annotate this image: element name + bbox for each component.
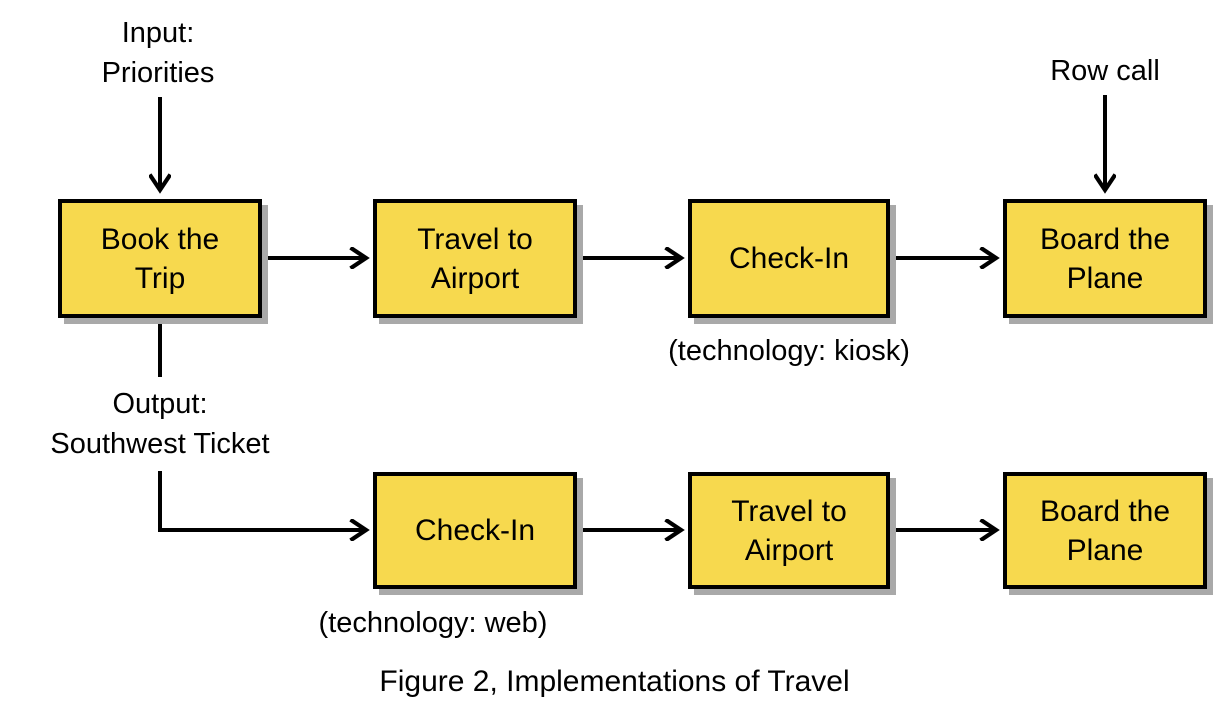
output-southwest-ticket-label: Output: Southwest Ticket: [10, 384, 310, 464]
process-box-check-in-bottom: Check-In: [373, 472, 577, 589]
process-box-travel-to-airport-bottom: Travel to Airport: [688, 472, 890, 589]
process-box-board-the-plane-bottom: Board the Plane: [1003, 472, 1207, 589]
technology-kiosk-label: (technology: kiosk): [668, 335, 910, 367]
input-priorities-label: Input: Priorities: [38, 13, 278, 93]
process-box-label: Board the Plane: [1039, 222, 1171, 295]
technology-web-label: (technology: web): [318, 607, 548, 639]
process-box-label: Travel to Airport: [731, 494, 847, 567]
process-box-check-in-top: Check-In: [688, 199, 890, 318]
arrow-output-label-to-checkin-bottom: [158, 471, 366, 530]
process-box-label: Book the Trip: [100, 222, 220, 295]
process-box-label: Board the Plane: [1039, 494, 1171, 567]
row-call-label: Row call: [1050, 55, 1160, 87]
output-label-line2: Southwest Ticket: [50, 428, 270, 460]
output-label-line1: Output:: [112, 388, 208, 420]
process-box-label: Check-In: [728, 242, 850, 275]
input-label-line2: Priorities: [101, 57, 215, 89]
process-box-label: Check-In: [414, 514, 536, 547]
process-box-label: Travel to Airport: [417, 222, 533, 295]
figure-caption: Figure 2, Implementations of Travel: [379, 665, 850, 698]
process-box-board-the-plane-top: Board the Plane: [1003, 199, 1207, 318]
process-box-book-the-trip: Book the Trip: [58, 199, 262, 318]
process-box-travel-to-airport-top: Travel to Airport: [373, 199, 577, 318]
input-label-line1: Input:: [121, 17, 195, 49]
